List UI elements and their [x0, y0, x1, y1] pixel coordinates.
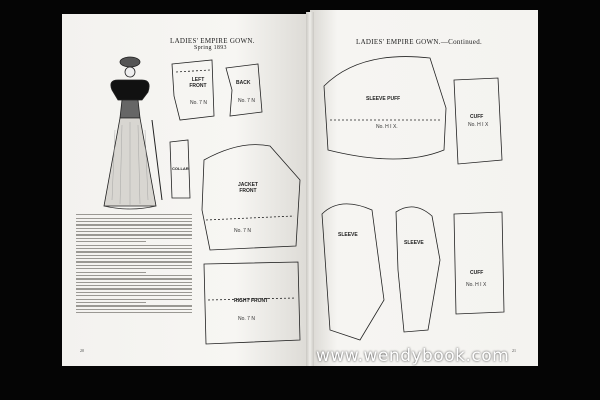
- text-line: [76, 258, 192, 260]
- pattern-jacket-front: [201, 144, 301, 251]
- text-line: [76, 305, 192, 307]
- label-cuff-top-no: No. H I X: [468, 122, 489, 128]
- label-sleeve-2: SLEEVE: [404, 240, 424, 246]
- text-line: [76, 217, 192, 219]
- text-line: [76, 237, 192, 239]
- label-right-front-no: No. 7 N: [238, 316, 255, 322]
- pattern-right-front: [203, 261, 301, 345]
- text-line: [76, 251, 192, 253]
- label-sleeve-puff: SLEEVE PUFF: [366, 96, 401, 102]
- right-page: [310, 10, 538, 366]
- right-header-title: LADIES' EMPIRE GOWN.—Continued.: [356, 38, 483, 46]
- text-line: [76, 244, 192, 246]
- text-line: [76, 247, 192, 250]
- text-line: [76, 295, 192, 297]
- label-collar: COLLAR: [172, 166, 189, 171]
- fashion-illustration: [103, 56, 163, 210]
- instruction-text-block: [76, 212, 192, 315]
- label-sleeve-puff-no: No. H I X.: [376, 124, 398, 130]
- label-cuff-top: CUFF: [470, 114, 484, 120]
- pattern-back: [225, 63, 263, 117]
- text-line: [76, 241, 146, 243]
- text-line: [76, 227, 192, 229]
- label-back: BACK: [236, 80, 251, 86]
- label-jacket-front: JACKET FRONT: [237, 182, 258, 194]
- pattern-collar: [169, 139, 191, 199]
- text-line: [76, 291, 192, 293]
- left-header-subtitle: Spring 1893: [194, 45, 227, 51]
- text-line: [76, 231, 192, 233]
- label-cuff-bottom: CUFF: [470, 270, 484, 276]
- watermark: www.wendybook.com: [316, 346, 510, 366]
- text-line: [76, 285, 192, 287]
- left-page-number: 20: [80, 348, 84, 353]
- text-line: [76, 301, 146, 304]
- text-line: [76, 308, 192, 310]
- text-line: [76, 220, 192, 223]
- pattern-left-front: [171, 59, 215, 121]
- left-header-title: LADIES' EMPIRE GOWN.: [170, 37, 255, 45]
- left-page: [62, 14, 310, 366]
- right-page-number: 21: [512, 348, 516, 353]
- label-right-front: RIGHT FRONT: [234, 298, 269, 304]
- label-left-front: LEFT FRONT: [189, 77, 207, 89]
- label-back-no: No. 7 N: [238, 98, 255, 104]
- text-line: [76, 288, 192, 290]
- text-line: [76, 298, 192, 300]
- text-line: [76, 264, 192, 266]
- text-line: [76, 234, 192, 236]
- text-line: [76, 268, 192, 270]
- label-sleeve-1: SLEEVE: [338, 232, 358, 238]
- label-cuff-bottom-no: No. H I X: [466, 282, 487, 288]
- pattern-cuff-bottom: [453, 211, 505, 315]
- text-line: [76, 278, 192, 280]
- text-line: [76, 254, 192, 256]
- text-line: [76, 224, 192, 226]
- pattern-cuff-top: [453, 77, 503, 165]
- pattern-sleeve-2: [395, 206, 441, 333]
- text-line: [76, 214, 192, 216]
- text-line: [76, 281, 192, 283]
- text-line: [76, 274, 192, 277]
- text-line: [76, 261, 192, 263]
- label-left-front-no: No. 7 N: [190, 100, 207, 106]
- text-line: [76, 312, 192, 314]
- book-gutter: [306, 12, 314, 366]
- pattern-sleeve-1: [321, 203, 385, 341]
- label-jacket-front-no: No. 7 N: [234, 228, 251, 234]
- pattern-sleeve-puff: [323, 56, 447, 160]
- text-line: [76, 271, 146, 273]
